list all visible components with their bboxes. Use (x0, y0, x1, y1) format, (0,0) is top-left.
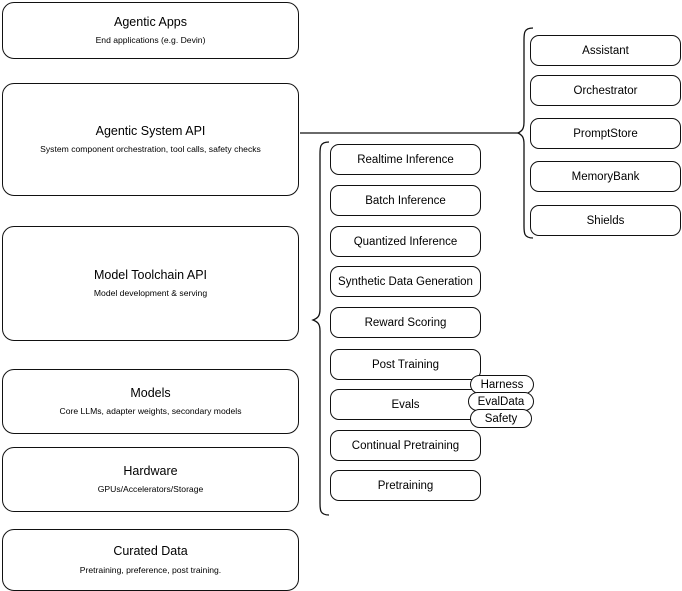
layer-hardware[interactable]: Hardware GPUs/Accelerators/Storage (2, 447, 299, 512)
component-promptstore[interactable]: PromptStore (530, 118, 681, 149)
component-assistant[interactable]: Assistant (530, 35, 681, 66)
layer-subtitle: System component orchestration, tool cal… (40, 144, 261, 155)
capability-label: Synthetic Data Generation (338, 275, 473, 288)
capability-label: Evals (391, 398, 420, 411)
layer-agentic-apps[interactable]: Agentic Apps End applications (e.g. Devi… (2, 2, 299, 59)
capability-batch-inference[interactable]: Batch Inference (330, 185, 481, 216)
layer-subtitle: Model development & serving (93, 288, 208, 299)
capability-continual-pretraining[interactable]: Continual Pretraining (330, 430, 481, 461)
capability-label: Post Training (371, 358, 440, 371)
component-memorybank[interactable]: MemoryBank (530, 161, 681, 192)
layer-models[interactable]: Models Core LLMs, adapter weights, secon… (2, 369, 299, 434)
layer-subtitle: Pretraining, preference, post training. (79, 564, 222, 575)
component-label: MemoryBank (571, 170, 640, 183)
capability-realtime-inference[interactable]: Realtime Inference (330, 144, 481, 175)
capability-quantized-inference[interactable]: Quantized Inference (330, 226, 481, 257)
layer-title: Models (130, 385, 171, 400)
component-label: Orchestrator (573, 84, 638, 97)
layer-subtitle: GPUs/Accelerators/Storage (97, 484, 204, 495)
component-label: Shields (586, 214, 625, 227)
evals-tag-safety[interactable]: Safety (470, 409, 532, 428)
toolchain-capabilities-brace (311, 141, 330, 516)
layer-title: Agentic System API (95, 123, 206, 138)
component-label: PromptStore (573, 127, 638, 140)
capability-label: Quantized Inference (353, 235, 458, 248)
layer-model-toolchain-api[interactable]: Model Toolchain API Model development & … (2, 226, 299, 341)
layer-title: Hardware (123, 463, 178, 478)
component-shields[interactable]: Shields (530, 205, 681, 236)
capability-reward-scoring[interactable]: Reward Scoring (330, 307, 481, 338)
capability-post-training[interactable]: Post Training (330, 349, 481, 380)
capability-evals[interactable]: Evals (330, 389, 481, 420)
capability-label: Continual Pretraining (351, 439, 460, 452)
capability-label: Pretraining (377, 479, 434, 492)
layer-title: Model Toolchain API (93, 267, 208, 282)
layer-title: Agentic Apps (114, 14, 187, 29)
evals-tag-label: EvalData (477, 395, 525, 408)
component-orchestrator[interactable]: Orchestrator (530, 75, 681, 106)
capability-label: Reward Scoring (364, 316, 447, 329)
capability-pretraining[interactable]: Pretraining (330, 470, 481, 501)
layer-agentic-system-api[interactable]: Agentic System API System component orch… (2, 83, 299, 196)
layer-title: Curated Data (113, 544, 188, 559)
component-label: Assistant (582, 44, 629, 57)
layer-curated-data[interactable]: Curated Data Pretraining, preference, po… (2, 529, 299, 591)
evals-tag-label: Harness (480, 378, 524, 391)
capability-label: Batch Inference (365, 194, 446, 207)
layer-subtitle: End applications (e.g. Devin) (95, 35, 206, 46)
capability-synthetic-data-generation[interactable]: Synthetic Data Generation (330, 266, 481, 297)
evals-tag-label: Safety (484, 412, 518, 425)
capability-label: Realtime Inference (357, 153, 454, 166)
layer-subtitle: Core LLMs, adapter weights, secondary mo… (59, 406, 242, 417)
